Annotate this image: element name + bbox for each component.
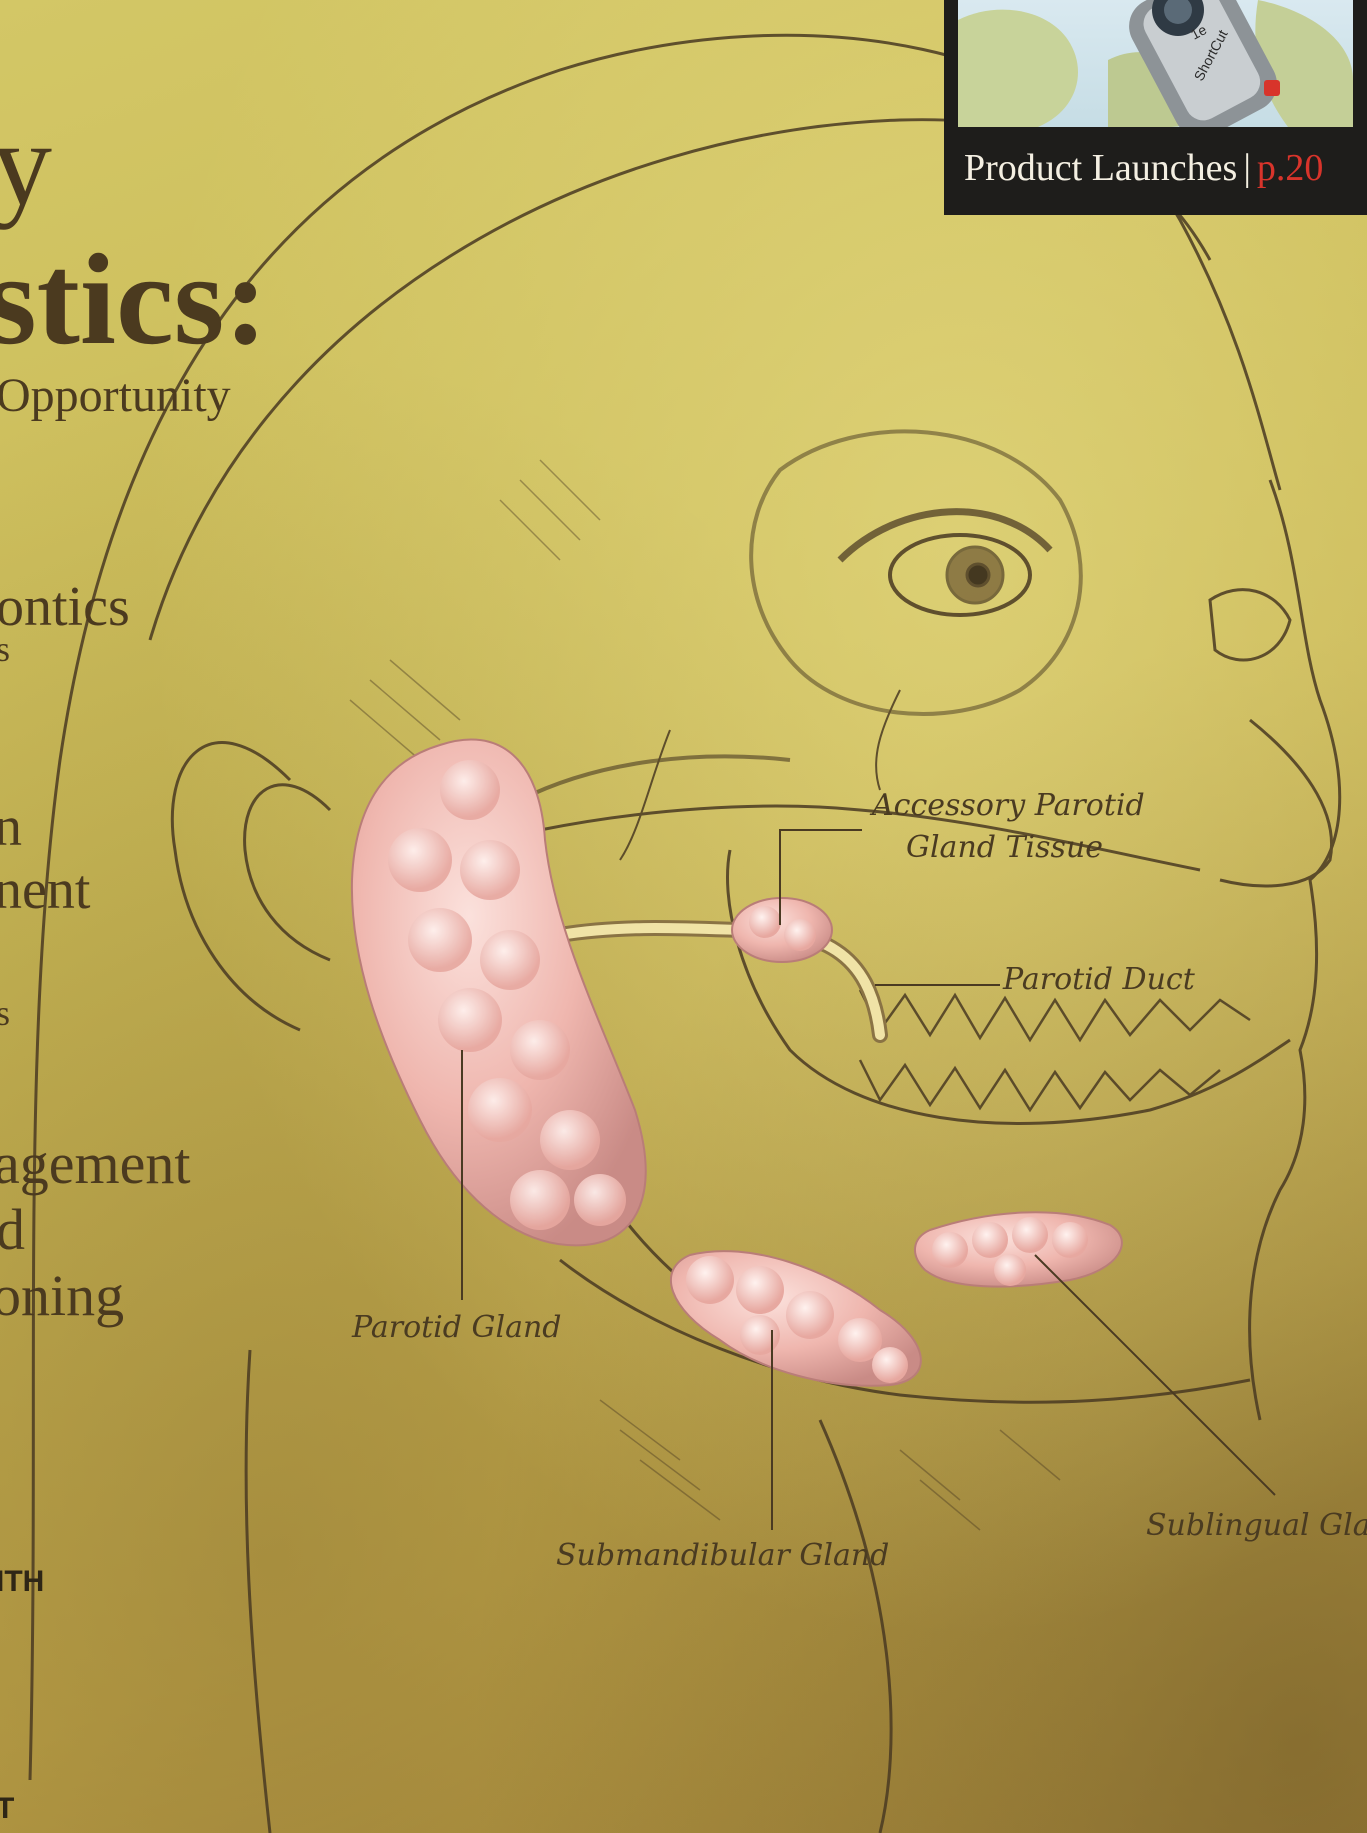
parotid-duct <box>560 928 880 1035</box>
promo-caption: Product Launches|p.20 <box>964 146 1323 190</box>
cover-item-2-subtitle: s <box>0 992 10 1034</box>
cover-item-2-title-line1: n <box>0 795 22 859</box>
cover-headline: stics: <box>0 225 268 375</box>
promo-caption-text: Product Launches <box>964 147 1237 189</box>
label-accessory-parotid-line2: Gland Tissue <box>906 830 1103 865</box>
label-parotid-gland: Parotid Gland <box>352 1310 562 1345</box>
label-accessory-parotid-line1: Accessory Parotid <box>872 788 1145 823</box>
promo-page-number[interactable]: p.20 <box>1257 147 1324 189</box>
cover-footer-fragment-2: T <box>0 1792 14 1826</box>
promo-box-product-launches[interactable]: 1e ShortCut Product Launches|p.20 <box>944 0 1367 215</box>
promo-photo: 1e ShortCut <box>958 0 1353 127</box>
cover-item-2-title-line2: nent <box>0 858 90 922</box>
label-sublingual-gland: Sublingual Gla <box>1146 1508 1367 1543</box>
cover-item-1-title: ontics <box>0 575 130 639</box>
cover-subheadline: Opportunity <box>0 368 231 423</box>
sublingual-gland <box>915 1212 1122 1286</box>
promo-separator: | <box>1243 147 1251 189</box>
submandibular-gland <box>671 1251 921 1386</box>
gloved-hand-device-image: 1e ShortCut <box>958 0 1353 127</box>
cover-headline-fragment-y: y <box>0 95 52 233</box>
cover-footer-fragment-1: ITH <box>0 1565 44 1599</box>
accessory-parotid-tissue <box>732 898 832 962</box>
cover-item-3-line1: agement <box>0 1130 190 1197</box>
cover-item-1-subtitle: s <box>0 628 10 670</box>
parotid-gland <box>352 739 646 1245</box>
label-submandibular-gland: Submandibular Gland <box>556 1538 889 1573</box>
label-parotid-duct: Parotid Duct <box>1003 962 1195 997</box>
cover-item-3-line2: d <box>0 1196 25 1263</box>
cover-item-3-line3: oning <box>0 1262 124 1329</box>
